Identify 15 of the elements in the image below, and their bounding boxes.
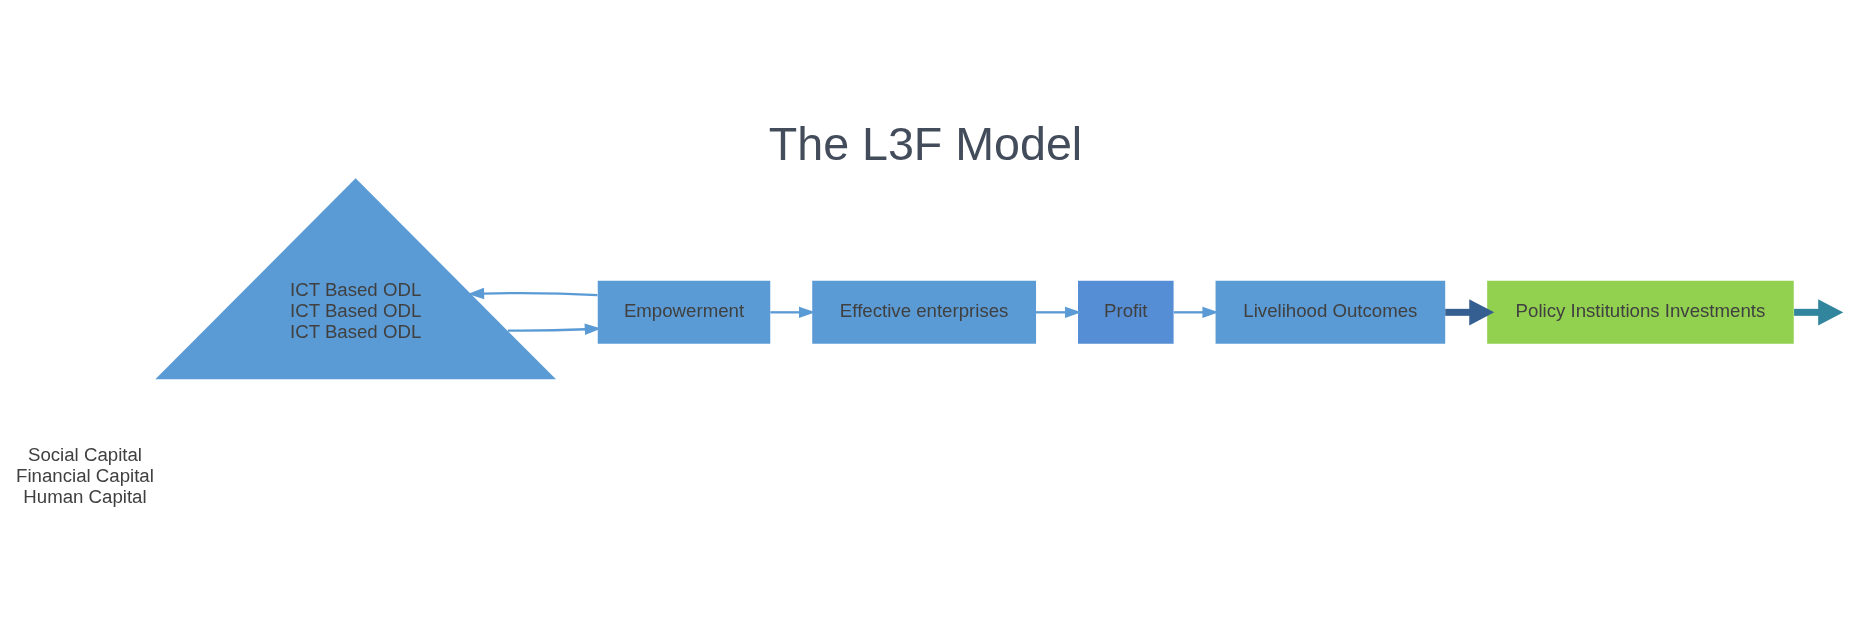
node-box: Effective enterprises: [812, 280, 1037, 344]
arrow: [467, 287, 598, 299]
node-box: Policy Institutions Investments: [1487, 280, 1794, 344]
node-box: Livelihood Outcomes: [1215, 280, 1446, 344]
arrow: [1445, 298, 1495, 325]
node-label: Financial Capital: [16, 464, 154, 486]
diagram-title: The L3F Model: [768, 117, 1083, 170]
node-box: Empowerment: [597, 280, 771, 344]
arrow: [770, 306, 816, 318]
arrow: [1794, 298, 1843, 325]
node-label: Social Capital: [27, 443, 142, 465]
node-label: Human Capital: [23, 485, 147, 507]
node-box: Profit: [1078, 280, 1174, 344]
arrow: [1173, 306, 1219, 318]
arrow: [1036, 306, 1082, 318]
